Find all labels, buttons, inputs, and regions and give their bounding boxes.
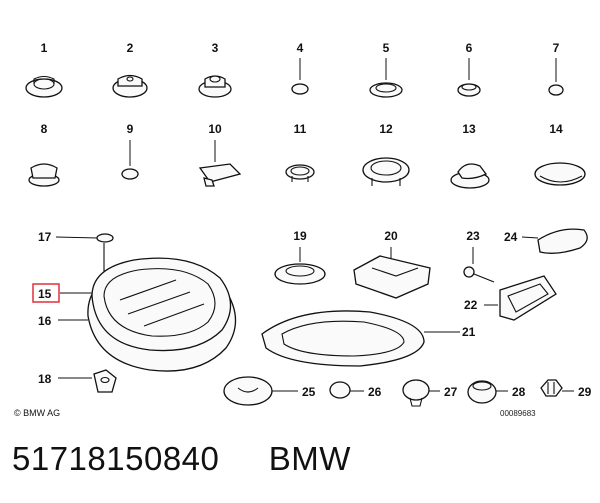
part-5-plug <box>369 82 403 98</box>
part-18-nut <box>93 369 117 393</box>
part-4-plug <box>291 83 309 95</box>
label-27: 27 <box>444 385 458 399</box>
part-9-plug <box>121 168 139 180</box>
label-29: 29 <box>578 385 592 399</box>
label-8: 8 <box>41 122 48 136</box>
label-14: 14 <box>549 122 563 136</box>
copyright: © BMW AG <box>14 408 60 418</box>
label-17: 17 <box>38 230 52 244</box>
part-13-clip <box>450 163 490 189</box>
label-19: 19 <box>293 229 307 243</box>
part-12-cap <box>362 157 410 186</box>
part-8-plug <box>28 163 60 187</box>
brand: BMW <box>268 440 351 477</box>
part-21-ring <box>261 310 425 367</box>
part-7-plug <box>548 84 564 96</box>
part-27-button <box>402 379 430 407</box>
label-9: 9 <box>127 122 134 136</box>
label-7: 7 <box>553 41 560 55</box>
part-6-plug <box>457 83 481 97</box>
label-21: 21 <box>462 325 476 339</box>
label-24: 24 <box>504 230 518 244</box>
part-number: 51718150840 <box>12 440 220 477</box>
part-26-plug <box>329 381 351 399</box>
label-1: 1 <box>41 41 48 55</box>
part-2-grommet <box>112 74 148 98</box>
label-5: 5 <box>383 41 390 55</box>
label-28: 28 <box>512 385 526 399</box>
label-16: 16 <box>38 314 52 328</box>
part-25-disc <box>223 376 273 406</box>
part-11-ring-plug <box>285 164 315 182</box>
label-4: 4 <box>297 41 304 55</box>
part-23-screw <box>463 266 495 283</box>
caption: 51718150840 BMW <box>12 440 351 478</box>
label-15: 15 <box>38 287 52 301</box>
part-3-grommet <box>198 75 232 98</box>
part-15-cover-plate <box>91 257 232 352</box>
label-22: 22 <box>464 298 478 312</box>
label-6: 6 <box>466 41 473 55</box>
label-11: 11 <box>294 122 307 136</box>
drawing-ref: 00089683 <box>500 409 536 418</box>
label-23: 23 <box>466 229 480 243</box>
part-22-bracket <box>499 275 557 321</box>
part-20-pad <box>353 255 431 299</box>
part-28-cup <box>467 380 497 404</box>
label-10: 10 <box>208 122 222 136</box>
label-20: 20 <box>384 229 398 243</box>
part-19-grommet <box>274 263 326 285</box>
label-15-highlight-box <box>32 283 60 303</box>
label-3: 3 <box>212 41 219 55</box>
label-26: 26 <box>368 385 382 399</box>
label-25: 25 <box>302 385 316 399</box>
label-18: 18 <box>38 372 52 386</box>
label-13: 13 <box>462 122 476 136</box>
label-12: 12 <box>379 122 393 136</box>
part-24-lid <box>537 228 588 254</box>
part-1-grommet <box>25 75 63 98</box>
part-14-cap <box>534 162 586 186</box>
part-10-cover <box>198 163 242 187</box>
part-29-clip <box>540 379 563 397</box>
label-2: 2 <box>127 41 134 55</box>
